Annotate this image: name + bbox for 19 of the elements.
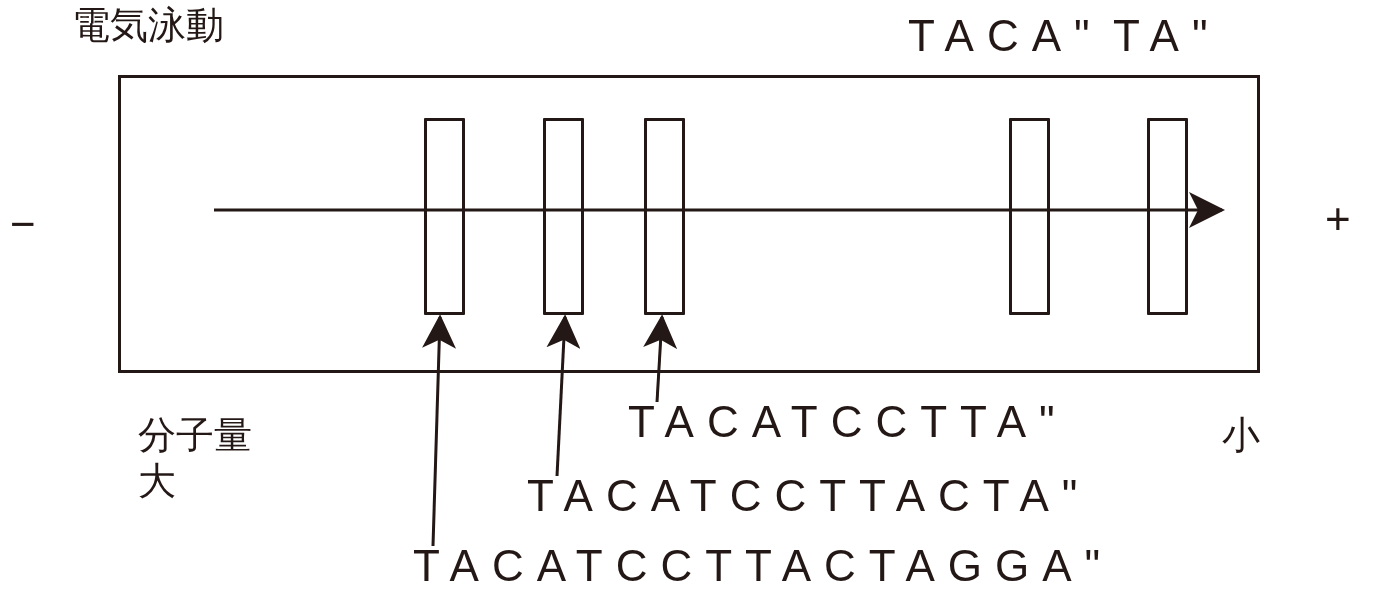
sequence-label: TACA" [908,12,1103,60]
sequence-label: TA" [1113,12,1221,60]
axis-note: 小 [1222,412,1260,458]
sequence-label: TACATCCTTACTA" [527,472,1091,520]
sequence-label: TACATCCTTA" [628,398,1068,446]
band [543,118,584,315]
leader-arrow [422,314,457,547]
electrode-sign: + [1325,195,1364,243]
gel-box [118,75,1260,373]
diagram-title: 電気泳動 [72,2,224,48]
leader-arrow [643,314,678,403]
band [1147,118,1188,315]
band [1009,118,1050,315]
band [424,118,465,315]
electrode-sign: − [10,200,49,248]
band [644,118,685,315]
sequence-label: TACATCCTTACTAGGA" [413,542,1114,590]
leader-arrow [546,314,581,477]
axis-note: 分子量大 [138,412,253,504]
